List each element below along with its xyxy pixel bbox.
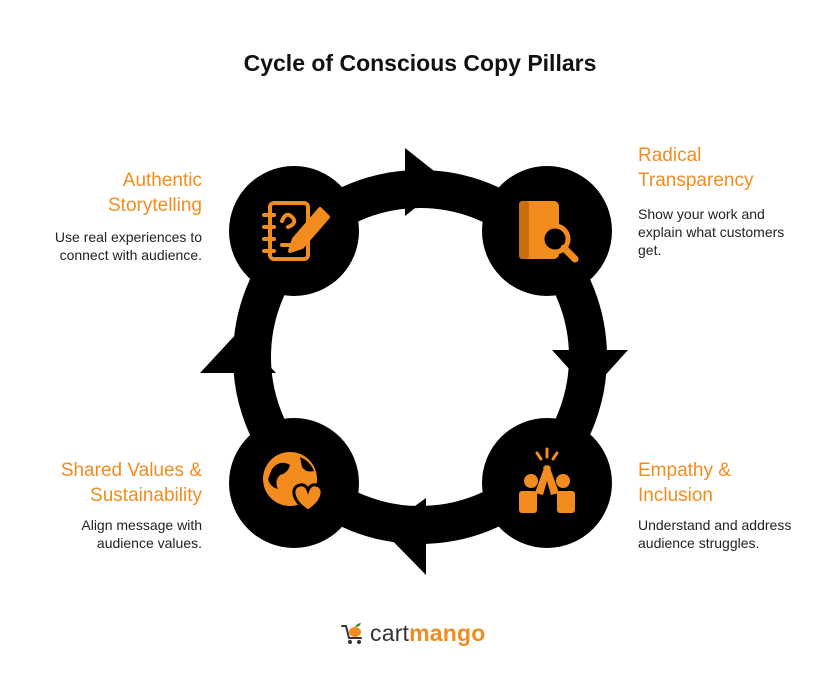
pillar-desc-radical-transparency: Show your work and explain what customer… [638,206,785,258]
pillar-heading-authentic-storytelling: Authentic Storytelling [108,170,202,216]
mango-cart-icon [341,623,362,644]
cycle-arrow-left [200,332,276,373]
pillar-desc-empathy-inclusion: Understand and address audience struggle… [638,517,792,551]
cycle-arrow-top [405,148,448,216]
pillar-heading-shared-values: Shared Values & Sustainability [60,460,202,506]
node-empathy-inclusion [482,418,612,548]
document-magnifier-icon [519,201,579,263]
brand-name-part2: mango [409,620,486,646]
high-five-icon [519,447,575,513]
globe-heart-icon [263,452,324,513]
pillar-heading-radical-transparency: Radical Transparency [638,145,754,191]
notebook-pen-icon [262,201,330,261]
pillar-heading-empathy-inclusion: Empathy & Inclusion [638,460,731,506]
pillar-desc-authentic-storytelling: Use real experiences to connect with aud… [54,229,202,263]
node-authentic-storytelling [229,166,359,296]
pillar-desc-shared-values: Align message with audience values. [81,517,202,551]
brand-name-part1: cart [370,620,410,646]
cycle-arrow-right [552,350,628,392]
cycle-arrow-bottom [382,498,426,575]
page-title: Cycle of Conscious Copy Pillars [243,50,597,76]
